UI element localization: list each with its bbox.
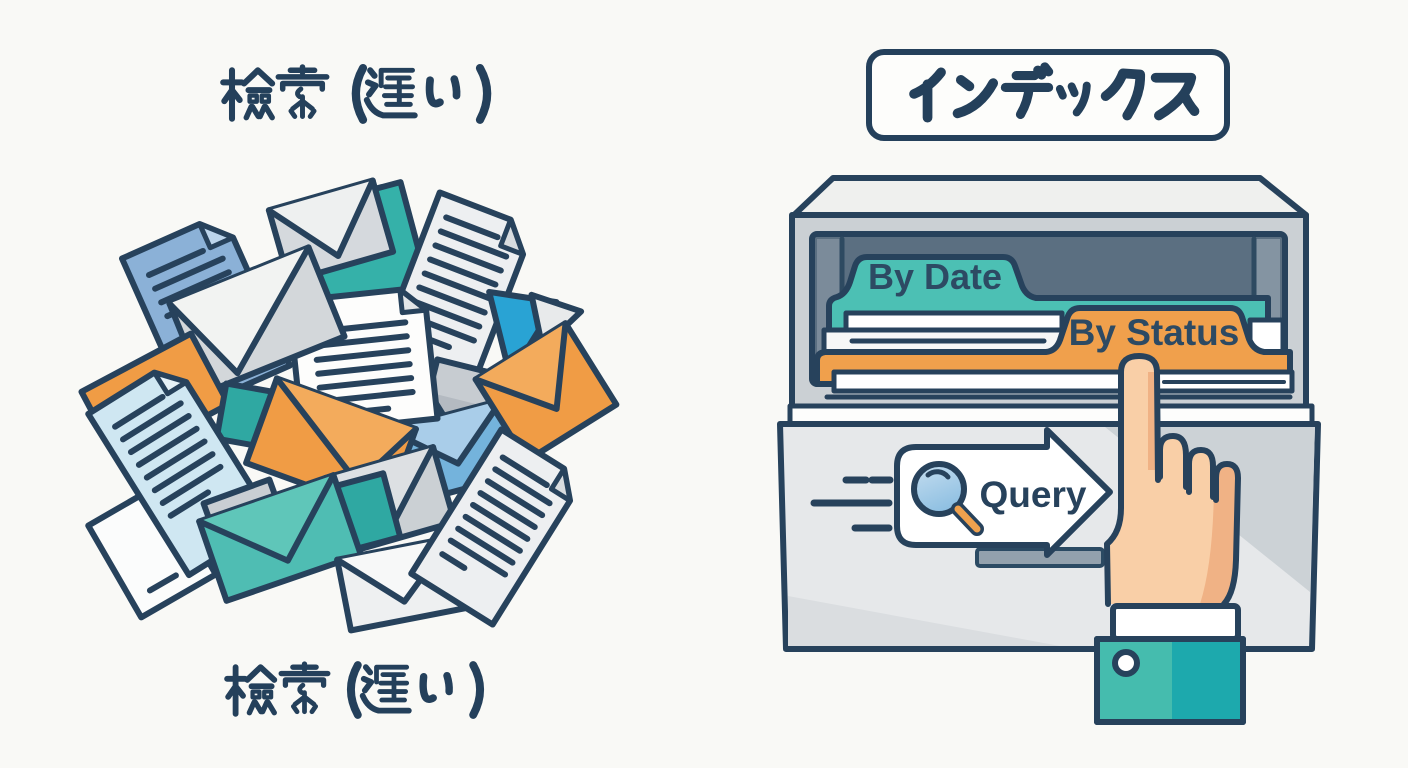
svg-text:By Date: By Date: [868, 256, 1002, 297]
svg-text:Query: Query: [980, 474, 1087, 515]
svg-text:By Status: By Status: [1069, 312, 1240, 353]
